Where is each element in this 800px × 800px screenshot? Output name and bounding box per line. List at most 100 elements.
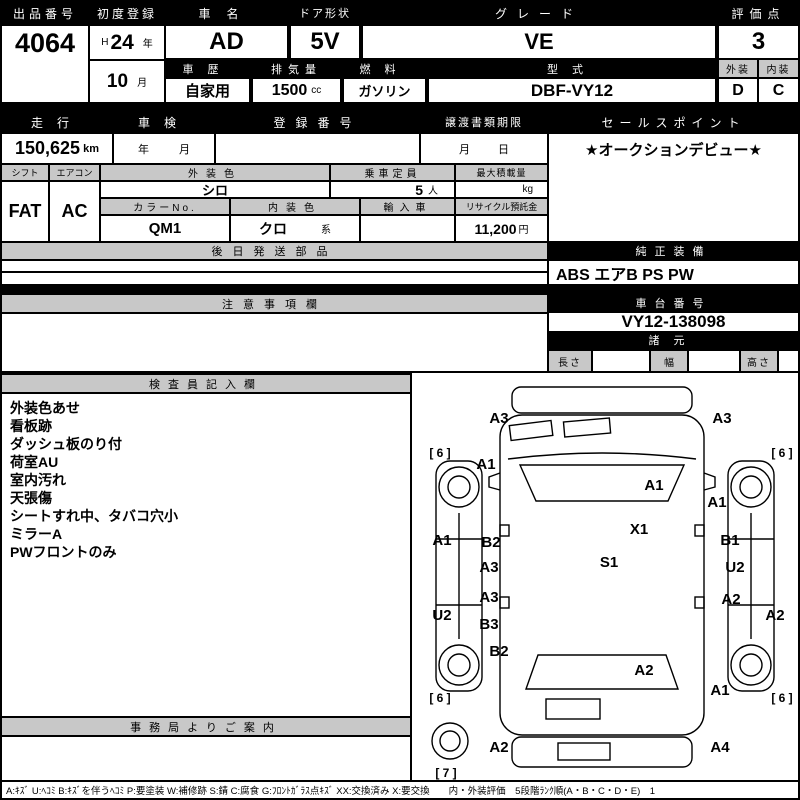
inspector-note: 荷室AU [10, 454, 59, 470]
model-label: 型式 [429, 60, 715, 77]
auction-no-text: 4064 [14, 28, 76, 58]
height-label: 高さ [741, 351, 777, 371]
damage-label: B3 [479, 616, 498, 633]
transfer-deadline-value: 月 日 [421, 134, 547, 163]
car-name-value: AD [166, 26, 287, 58]
import-label: 輸入車 [361, 199, 454, 214]
first-reg-year: H 24 年 [90, 26, 164, 59]
max-load-unit: kg [522, 184, 533, 195]
door-hinge-mark [499, 596, 510, 609]
damage-label: U2 [432, 607, 451, 624]
grade-label: グレード [363, 2, 715, 24]
exterior-grade-label: 外装 [719, 60, 757, 77]
dimensions-label: 諸元 [549, 333, 798, 347]
windshield [518, 464, 686, 502]
damage-label: A2 [721, 591, 740, 608]
rear-window [525, 654, 679, 690]
damage-label: A2 [634, 662, 653, 679]
mirror-right [703, 472, 716, 491]
exterior-grade-value: D [719, 79, 757, 102]
displacement-unit: cc [311, 85, 322, 96]
width-label: 幅 [651, 351, 687, 371]
recycle-fee-unit: 円 [518, 225, 529, 236]
color-no-label: カラーNo. [101, 199, 229, 214]
interior-grade-label: 内装 [759, 60, 798, 77]
sales-point-label: セールスポイント [549, 112, 798, 132]
headlight-left [508, 419, 554, 442]
later-parts-row-2 [2, 273, 547, 284]
office-info-area [2, 737, 410, 780]
equipment-value: ABS エアB PS PW [549, 261, 798, 284]
length-value [593, 351, 649, 371]
rear-right-wheel [730, 644, 772, 686]
left-side-panel [435, 460, 483, 692]
width-value [689, 351, 739, 371]
fuel-value: ガソリン [344, 79, 425, 102]
damage-label: [ 7 ] [435, 766, 456, 780]
reg-no-value [216, 134, 419, 163]
import-value [361, 216, 454, 241]
score-value: 3 [719, 26, 798, 58]
front-right-rim [739, 475, 763, 499]
damage-label: A4 [710, 739, 730, 756]
model-value: DBF-VY12 [429, 79, 715, 102]
displacement-number: 1500 [271, 81, 308, 99]
damage-label: A1 [644, 477, 663, 494]
damage-label: U2 [725, 559, 744, 576]
reg-month-text: 10 [106, 70, 129, 92]
fuel-label: 燃料 [344, 60, 425, 77]
damage-label: A1 [432, 532, 451, 549]
recycle-fee-number: 11,200 [474, 220, 517, 237]
damage-label: [ 6 ] [771, 446, 792, 460]
rear-left-wheel [438, 644, 480, 686]
inspector-note: PWフロントのみ [10, 544, 117, 560]
reg-no-label: 登録番号 [216, 112, 419, 132]
capacity-unit: 人 [428, 186, 438, 197]
door-hinge-mark [499, 524, 510, 537]
door-hinge-mark [694, 524, 705, 537]
first-reg-label: 初度登録 [90, 2, 164, 24]
displacement-value: 1500 cc [253, 79, 340, 102]
era-text: H [101, 37, 109, 48]
rear-bumper [511, 736, 693, 768]
inspector-note: シートすれ中、タバコ穴小 [10, 508, 178, 524]
headlight-right [562, 417, 612, 438]
damage-label: [ 6 ] [429, 691, 450, 705]
car-body [499, 414, 705, 736]
door-hinge-mark [694, 596, 705, 609]
later-parts-row-1 [2, 261, 547, 271]
spare-tire [431, 722, 469, 760]
damage-label: A3 [489, 410, 508, 427]
month-unit-text: 月 [137, 78, 148, 89]
interior-color-label: 内装色 [231, 199, 359, 214]
chassis-no-label: 車台番号 [549, 295, 798, 311]
displacement-label: 排気量 [253, 60, 340, 77]
aircon-label: エアコン [50, 165, 99, 180]
transfer-day-unit: 日 [498, 143, 509, 156]
office-info-label: 事務局よりご案内 [2, 718, 410, 735]
transfer-deadline-label: 譲渡書類期限 [421, 112, 547, 132]
mileage-value: 150,625 km [2, 134, 112, 163]
inspector-note: ダッシュ板のり付 [10, 436, 122, 452]
damage-label: A1 [710, 682, 729, 699]
shaken-label: 車検 [114, 112, 214, 132]
caution-label: 注意事項欄 [2, 295, 547, 312]
mileage-number: 150,625 [15, 138, 81, 158]
license-plate [557, 742, 611, 761]
damage-label: [ 6 ] [771, 691, 792, 705]
inspector-notes-label: 検査員記入欄 [2, 375, 410, 392]
max-load-value: kg [456, 182, 547, 197]
mileage-unit: km [83, 142, 99, 155]
exterior-color-label: 外装色 [101, 165, 329, 180]
recycle-fee-value: 11,200 円 [456, 216, 547, 241]
capacity-number: 5 [415, 182, 423, 197]
capacity-value: 5 人 [331, 182, 454, 197]
reg-year-text: 24 [110, 30, 134, 54]
auction-no-value: 4064 [2, 26, 88, 102]
shift-value: FAT [2, 182, 48, 241]
front-left-wheel [438, 466, 480, 508]
front-bumper [511, 386, 693, 414]
